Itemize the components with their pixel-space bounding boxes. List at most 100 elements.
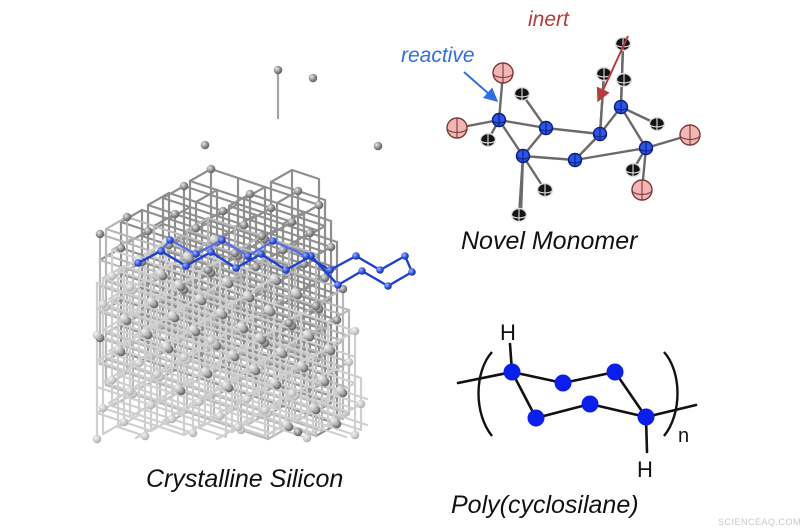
lattice-bond [182, 381, 213, 394]
lattice-bond [287, 295, 318, 308]
lattice-bond [251, 314, 282, 327]
novel-monomer-structure [446, 36, 701, 223]
lattice-bond [227, 230, 258, 243]
lattice-bond [257, 413, 288, 426]
si-si-bond [497, 118, 525, 158]
lattice-bond [233, 303, 264, 316]
lattice-bond [143, 382, 174, 395]
lattice-bond [269, 206, 300, 219]
reactive-label: reactive [401, 44, 475, 67]
bottom-atom [293, 427, 303, 437]
lattice-bond [95, 307, 126, 320]
lattice-bond [266, 411, 297, 424]
lattice-bond [98, 232, 129, 245]
chlorine-atom [446, 117, 468, 139]
methyl-carbon [615, 72, 633, 88]
lattice-bond [194, 188, 219, 204]
lattice-bond [185, 228, 216, 241]
silicon-ring-atom [218, 236, 226, 244]
lattice-bond [125, 371, 156, 384]
lattice-bond [176, 308, 207, 321]
silicon-atom [206, 164, 216, 174]
silicon-atom [143, 226, 153, 236]
lattice-bond [254, 369, 285, 382]
lattice-bond [104, 227, 135, 240]
lattice-bond [191, 379, 222, 392]
lattice-bond [188, 205, 219, 218]
lattice-bond [209, 364, 240, 377]
lattice-bond [278, 375, 309, 388]
lattice-bond [152, 224, 183, 237]
lattice-bond [332, 367, 363, 380]
si-me-bond [598, 72, 606, 136]
lattice-bond [296, 215, 327, 228]
silicon-atom [155, 268, 165, 278]
silicon-atom [350, 326, 360, 336]
lattice-bond [224, 305, 255, 318]
silicon-atom [296, 360, 306, 370]
lattice-bond [110, 378, 141, 391]
silicon-atom [146, 296, 156, 306]
lattice-bond [125, 319, 156, 332]
lattice-bond [176, 334, 207, 347]
lattice-bond [140, 312, 171, 325]
lattice-atoms [92, 65, 383, 444]
lattice-bond [179, 389, 210, 402]
lattice-bond [119, 350, 150, 363]
lattice-bond [299, 337, 330, 350]
silicon-ring-atom [334, 281, 342, 289]
lattice-bond [179, 337, 210, 350]
lattice-bond [173, 212, 204, 225]
lattice-bond [257, 361, 288, 374]
lattice-bond [101, 328, 132, 341]
lattice-bond [122, 290, 153, 303]
novel-monomer-title: Novel Monomer [461, 227, 639, 255]
inert-arrow [596, 35, 629, 103]
monomer-atoms [446, 36, 701, 223]
lattice-bond [182, 407, 213, 420]
lattice-bond [263, 185, 294, 198]
lattice-bond [209, 323, 240, 336]
lattice-bond [314, 408, 345, 421]
lattice-bond [206, 372, 237, 385]
lattice-bond [326, 320, 357, 333]
lattice-bond [146, 281, 177, 294]
lattice-bond [284, 370, 315, 383]
lattice-bond [101, 354, 132, 367]
silicon-atom [287, 388, 297, 398]
apex-atom [308, 73, 318, 83]
watermark: SCIENCEAQ.COM [718, 517, 800, 527]
lattice-bond [236, 347, 267, 360]
lattice-bond [209, 416, 240, 429]
lattice-bond [281, 404, 312, 417]
lattice-bond [152, 302, 183, 315]
lattice-bond [122, 264, 153, 277]
lattice-bond [119, 246, 150, 259]
lattice-bond [167, 191, 198, 204]
silicon-atom [242, 290, 252, 300]
polymer-silicon-atoms [503, 363, 655, 427]
lattice-bond [233, 407, 264, 420]
lattice-bond [248, 244, 279, 257]
lattice-bond [296, 293, 327, 306]
lattice-bond [236, 202, 267, 215]
lattice-bond [239, 376, 270, 389]
lattice-bond [122, 394, 153, 407]
silicon-atom [134, 358, 144, 368]
lattice-bond [158, 375, 189, 388]
lattice-bond [128, 337, 159, 350]
lattice-bond [245, 345, 276, 358]
crystalline-silicon-lattice [92, 65, 416, 444]
lattice-bond [137, 309, 168, 322]
monomer-silicon-atom [638, 140, 654, 156]
silicon-ring-atom [401, 252, 409, 260]
hydrogen-top-label: H [500, 320, 516, 345]
lattice-bond [158, 323, 189, 336]
lattice-bond [125, 267, 156, 280]
silicon-atom [119, 417, 129, 427]
lattice-bond [248, 296, 279, 309]
silicon-atom [122, 212, 132, 222]
lattice-bond [194, 200, 225, 213]
lattice-bond [128, 363, 159, 376]
lattice-bond [257, 387, 288, 400]
